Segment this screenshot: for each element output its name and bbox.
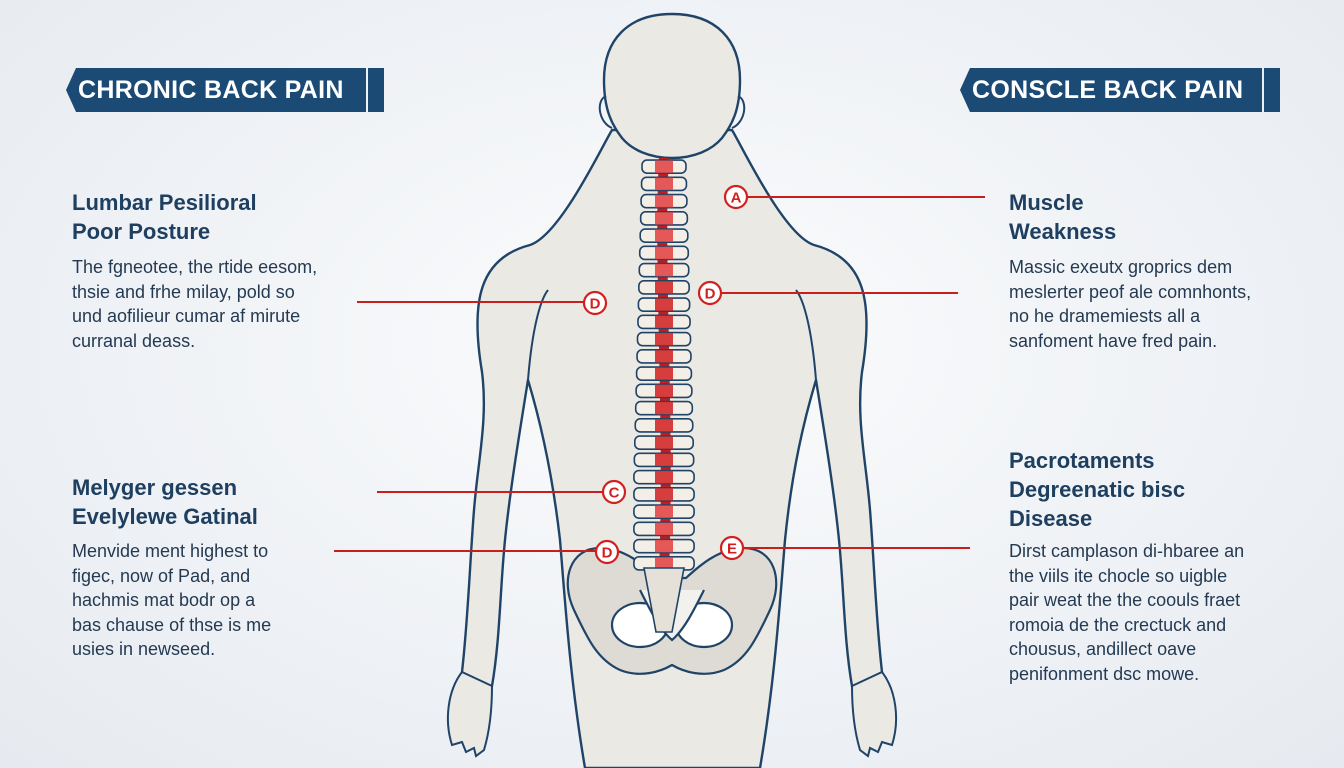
- description-line: the viils ite chocle so uigble: [1009, 565, 1228, 586]
- description-line: curranal deass.: [72, 330, 196, 351]
- callout-lines: [334, 196, 985, 552]
- vertebra-inflammation: [655, 557, 673, 570]
- vertebra-inflammation: [655, 194, 673, 208]
- marker-a: A: [723, 184, 749, 210]
- description-line: chousus, andillect oave: [1009, 639, 1197, 659]
- heading-line: Evelylewe Gatinal: [72, 504, 258, 529]
- description-line: hachmis mat bodr op a: [72, 590, 256, 610]
- heading-line: Lumbar Pesilioral: [72, 190, 257, 215]
- marker-d-right: D: [697, 280, 723, 306]
- heading-line: Poor Posture: [72, 219, 211, 244]
- banner-tab-left: [368, 68, 384, 112]
- vertebra-inflammation: [655, 539, 673, 553]
- description-line: Menvide ment highest to: [72, 541, 269, 561]
- description-line: no he dramemiests all a: [1009, 306, 1201, 326]
- hands: [446, 670, 898, 758]
- chronic-back-pain-banner: CHRONIC BACK PAIN: [66, 68, 366, 112]
- description-line: Dirst camplason di-hbaree an: [1009, 541, 1245, 561]
- description-line: romoia de the crectuck and: [1009, 614, 1227, 635]
- description-line: sanfoment have fred pain.: [1009, 330, 1218, 351]
- svg-text:D: D: [602, 545, 613, 562]
- marker-c: C: [601, 479, 627, 505]
- svg-text:C: C: [609, 485, 620, 502]
- muscle-weakness-description: Massic exeutx groprics dem meslerter peo…: [1009, 255, 1251, 353]
- lumbar-posture-heading: Lumbar Pesilioral Poor Posture: [72, 188, 257, 246]
- heading-line: Muscle: [1009, 190, 1084, 215]
- marker-e: E: [719, 535, 745, 561]
- vertebra-inflammation: [655, 350, 673, 363]
- vertebra-inflammation: [655, 367, 673, 380]
- svg-text:A: A: [731, 190, 742, 207]
- degenerative-disc-description: Dirst camplason di-hbaree an the viils i…: [1009, 539, 1244, 686]
- vertebra-inflammation: [655, 470, 673, 484]
- description-line: und aofilieur cumar af mirute: [72, 306, 301, 326]
- vertebra-inflammation: [655, 401, 673, 415]
- vertebra-inflammation: [655, 419, 673, 432]
- banner-tab-right: [1264, 68, 1280, 112]
- vertebra-inflammation: [655, 212, 673, 225]
- melyger-heading: Melyger gessen Evelylewe Gatinal: [72, 473, 258, 531]
- svg-text:D: D: [705, 286, 716, 303]
- vertebra-inflammation: [655, 177, 673, 191]
- degenerative-disc-heading: Pacrotaments Degreenatic bisc Disease: [1009, 446, 1185, 533]
- conscle-back-pain-banner: CONSCLE BACK PAIN: [960, 68, 1262, 112]
- description-line: thsie and frhe milay, pold so: [72, 281, 295, 302]
- spine: [633, 157, 695, 633]
- description-line: Massic exeutx groprics dem: [1009, 257, 1233, 277]
- vertebra-inflammation: [655, 384, 673, 398]
- svg-text:E: E: [727, 541, 737, 558]
- vertebra-inflammation: [655, 436, 673, 449]
- vertebra-inflammation: [655, 453, 673, 467]
- description-line: meslerter peof ale comnhonts,: [1009, 281, 1252, 302]
- vertebra-inflammation: [655, 298, 673, 311]
- muscle-weakness-heading: Muscle Weakness: [1009, 188, 1116, 246]
- vertebra-inflammation: [655, 315, 673, 329]
- heading-line: Melyger gessen: [72, 475, 238, 500]
- heading-line: Degreenatic bisc: [1009, 477, 1186, 502]
- heading-line: Pacrotaments: [1009, 448, 1155, 473]
- description-line: The fgneotee, the rtide eesom,: [72, 257, 318, 277]
- description-line: usies in newseed.: [72, 639, 216, 659]
- description-line: penifonment dsc mowe.: [1009, 663, 1200, 684]
- description-line: bas chause of thse is me: [72, 614, 272, 635]
- vertebra-inflammation: [655, 281, 673, 294]
- markers: A D D C D E: [582, 184, 749, 565]
- heading-line: Disease: [1009, 506, 1093, 531]
- sacrum: [643, 567, 685, 633]
- heading-line: Weakness: [1009, 219, 1117, 244]
- lumbar-posture-description: The fgneotee, the rtide eesom, thsie and…: [72, 255, 317, 353]
- vertebra-inflammation: [655, 229, 673, 242]
- description-line: pair weat the the coouls fraet: [1009, 590, 1241, 610]
- vertebra-inflammation: [655, 332, 673, 346]
- vertebra-inflammation: [655, 246, 673, 260]
- description-line: figec, now of Pad, and: [72, 565, 251, 586]
- svg-text:D: D: [590, 296, 601, 313]
- vertebra-inflammation: [655, 505, 673, 518]
- marker-d-low: D: [594, 539, 620, 565]
- vertebra-inflammation: [655, 160, 673, 173]
- melyger-description: Menvide ment highest to figec, now of Pa…: [72, 539, 271, 662]
- vertebra-inflammation: [655, 522, 673, 536]
- marker-d-left: D: [582, 290, 608, 316]
- vertebra-inflammation: [655, 488, 673, 501]
- vertebra-inflammation: [655, 263, 673, 277]
